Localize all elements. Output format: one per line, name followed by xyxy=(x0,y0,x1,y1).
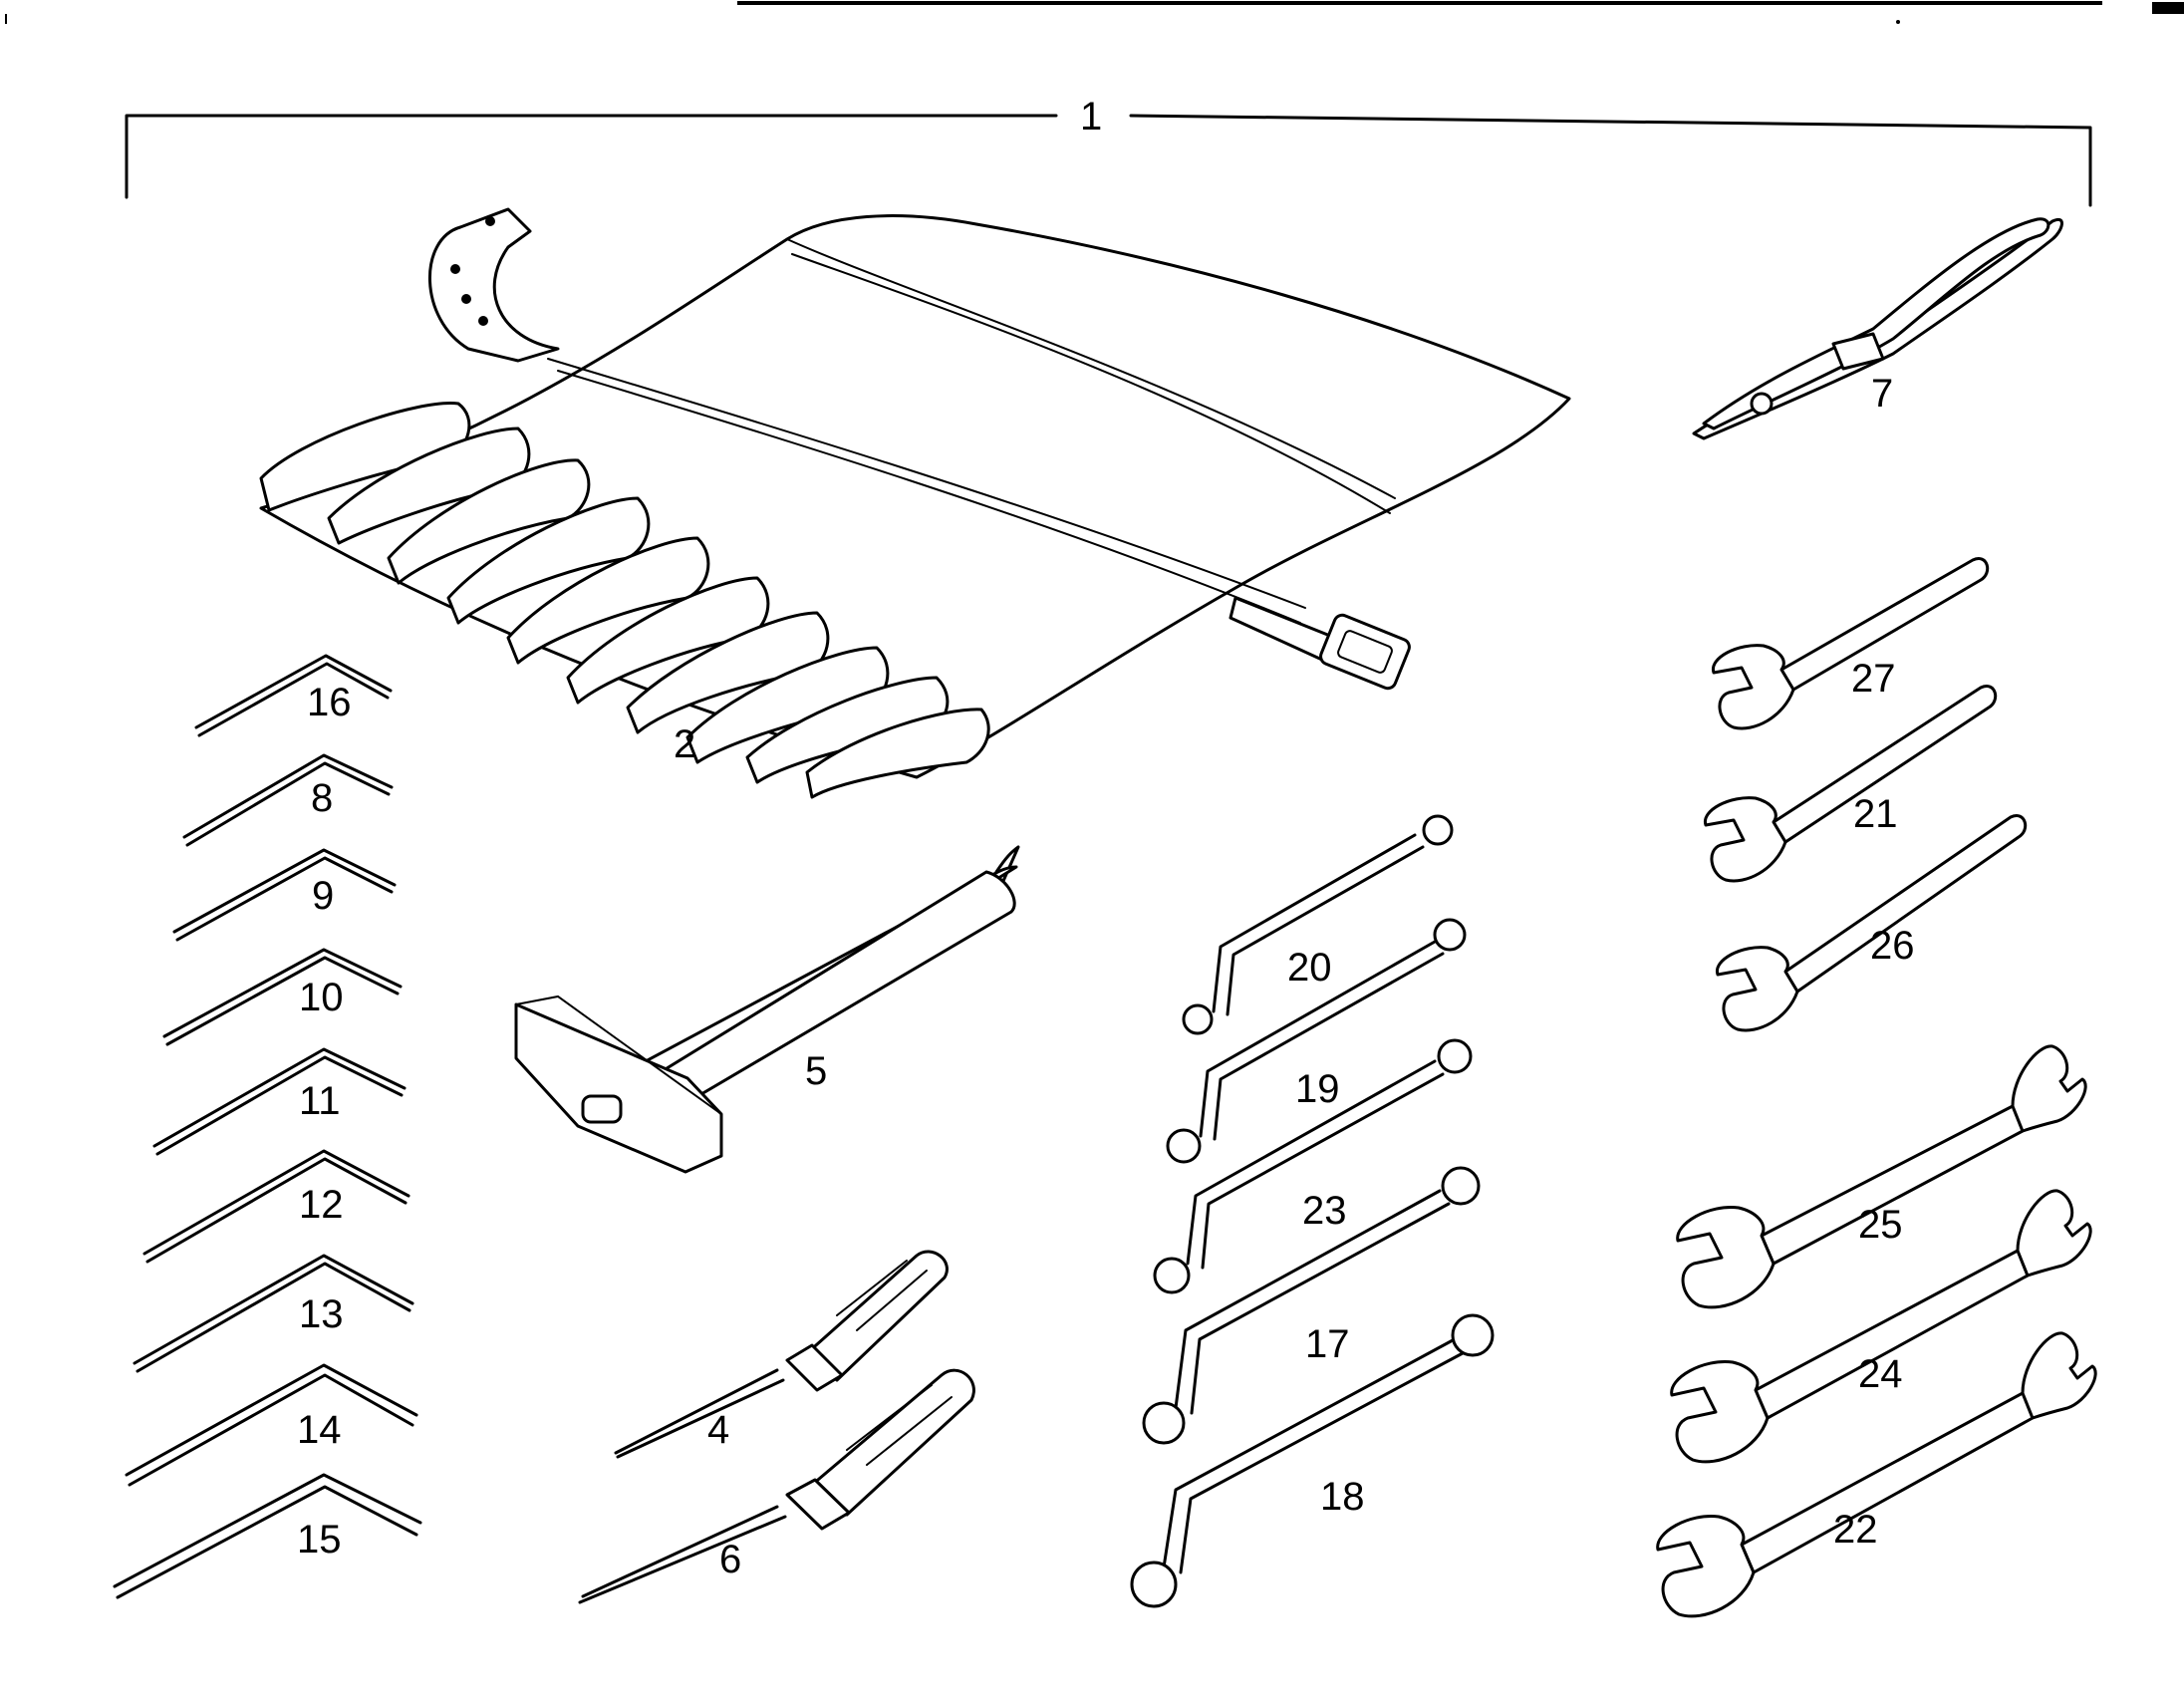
hex-keys xyxy=(113,654,422,1599)
ring-wrench-17 xyxy=(1142,1166,1481,1445)
callout-2: 2 xyxy=(674,722,695,766)
callout-17: 17 xyxy=(1305,1322,1350,1366)
hex-key-16 xyxy=(194,654,393,737)
callout-7: 7 xyxy=(1871,372,1893,416)
callout-27: 27 xyxy=(1851,657,1896,701)
callout-26: 26 xyxy=(1870,924,1915,968)
ring-wrenches xyxy=(1130,814,1495,1608)
ring-wrench-18 xyxy=(1130,1313,1495,1608)
callout-22: 22 xyxy=(1833,1508,1878,1552)
hex-key-14 xyxy=(125,1363,418,1487)
callout-5: 5 xyxy=(805,1049,827,1093)
hex-key-12 xyxy=(142,1149,410,1264)
hex-key-15 xyxy=(113,1473,422,1599)
screwdriver-large-illustration xyxy=(578,1368,975,1604)
kit-bracket xyxy=(125,114,2092,207)
open-wrench-24 xyxy=(1670,1189,2092,1464)
hex-key-11 xyxy=(152,1047,407,1156)
open-wrench-22 xyxy=(1656,1331,2097,1618)
callout-24: 24 xyxy=(1858,1352,1903,1396)
pliers-illustration xyxy=(1692,217,2063,440)
open-wrenches-double xyxy=(1656,1044,2097,1618)
callout-23: 23 xyxy=(1302,1189,1347,1233)
screwdriver-small-illustration xyxy=(614,1250,949,1459)
callout-10: 10 xyxy=(299,976,344,1019)
hex-key-13 xyxy=(133,1254,414,1373)
callout-25: 25 xyxy=(1858,1203,1903,1247)
ring-wrench-20 xyxy=(1182,814,1454,1035)
callout-19: 19 xyxy=(1295,1067,1340,1111)
ring-wrench-19 xyxy=(1166,918,1467,1164)
callout-4: 4 xyxy=(707,1408,729,1452)
open-wrenches-single xyxy=(1704,557,2028,1032)
open-wrench-21 xyxy=(1704,685,1998,883)
callout-6: 6 xyxy=(719,1538,741,1581)
callout-11: 11 xyxy=(299,1079,341,1123)
callout-15: 15 xyxy=(297,1518,342,1562)
callout-12: 12 xyxy=(299,1183,344,1227)
callout-8: 8 xyxy=(311,776,333,820)
ring-wrench-23 xyxy=(1153,1038,1473,1294)
scan-artifacts xyxy=(5,1,2184,24)
open-wrench-25 xyxy=(1676,1044,2087,1309)
hammer-illustration xyxy=(514,845,1020,1174)
callout-21: 21 xyxy=(1853,792,1898,836)
callout-18: 18 xyxy=(1320,1475,1365,1519)
open-wrench-26 xyxy=(1716,814,2028,1032)
hex-key-8 xyxy=(182,753,394,847)
callout-13: 13 xyxy=(299,1292,344,1336)
callout-9: 9 xyxy=(312,874,334,918)
tool-roll-illustration xyxy=(259,207,1571,799)
hex-key-10 xyxy=(162,948,403,1046)
callout-14: 14 xyxy=(297,1408,342,1452)
roll-pockets xyxy=(259,402,990,799)
hex-key-9 xyxy=(172,848,397,942)
callout-labels: 1 2 7 16 8 9 10 11 12 13 14 15 5 4 6 20 … xyxy=(297,95,1915,1581)
callout-16: 16 xyxy=(307,681,352,724)
callout-1: 1 xyxy=(1080,95,1102,139)
open-wrench-27 xyxy=(1712,557,1990,730)
callout-20: 20 xyxy=(1287,946,1332,990)
